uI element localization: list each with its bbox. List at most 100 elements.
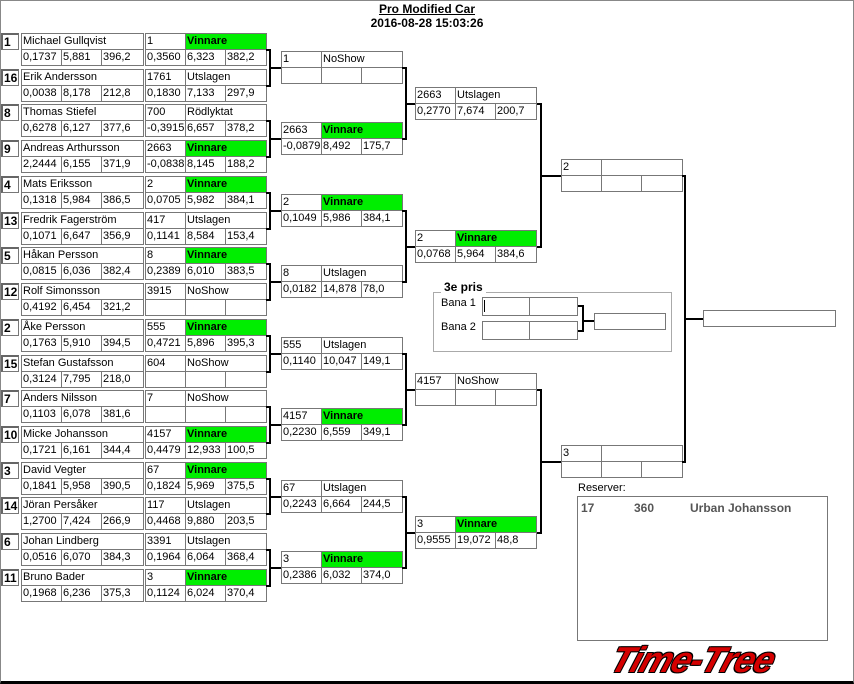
entry-number[interactable]: 117 (145, 497, 186, 514)
speed[interactable]: 382,2 (225, 49, 267, 66)
elapsed-time[interactable]: 6,064 (185, 549, 226, 566)
reaction-time[interactable]: 1,2700 (21, 513, 62, 530)
racer-name[interactable]: Thomas Stiefel (21, 104, 144, 121)
speed[interactable]: 244,5 (361, 496, 403, 513)
reaction-time[interactable]: 0,1824 (145, 478, 186, 495)
elapsed-time[interactable]: 5,896 (185, 335, 226, 352)
speed[interactable]: 377,6 (101, 120, 144, 137)
lane1-number-input[interactable] (482, 297, 530, 316)
racer-name[interactable]: Mats Eriksson (21, 176, 144, 193)
reaction-time[interactable]: 0,1841 (21, 478, 62, 495)
elapsed-time[interactable]: 19,072 (455, 532, 496, 549)
elapsed-time[interactable]: 6,024 (185, 585, 226, 602)
entry-number[interactable]: 3915 (145, 283, 186, 300)
elapsed-time[interactable]: 6,078 (61, 406, 102, 423)
entry-status[interactable]: Utslagen (321, 337, 403, 354)
reaction-time[interactable]: 0,2243 (281, 496, 322, 513)
elapsed-time[interactable]: 6,127 (61, 120, 102, 137)
speed[interactable]: 297,9 (225, 85, 267, 102)
entry-number[interactable]: 3 (561, 445, 602, 462)
elapsed-time[interactable]: 6,323 (185, 49, 226, 66)
entry-status[interactable]: Vinnare (185, 33, 267, 50)
speed[interactable]: 356,9 (101, 228, 144, 245)
speed[interactable]: 368,4 (225, 549, 267, 566)
reaction-time[interactable] (145, 406, 186, 423)
entry-status[interactable]: Vinnare (185, 319, 267, 336)
lane2-number-input[interactable] (482, 321, 530, 340)
elapsed-time[interactable]: 6,070 (61, 549, 102, 566)
seed-number[interactable]: 8 (1, 104, 19, 121)
elapsed-time[interactable]: 7,424 (61, 513, 102, 530)
entry-number[interactable]: 3 (145, 569, 186, 586)
seed-number[interactable]: 10 (1, 426, 19, 443)
entry-status[interactable]: Vinnare (185, 176, 267, 193)
elapsed-time[interactable]: 7,133 (185, 85, 226, 102)
entry-status[interactable]: NoShow (185, 390, 267, 407)
racer-name[interactable]: Bruno Bader (21, 569, 144, 586)
entry-number[interactable]: 1 (145, 33, 186, 50)
speed[interactable]: 78,0 (361, 281, 403, 298)
speed[interactable] (225, 406, 267, 423)
reaction-time[interactable]: 0,2386 (281, 567, 322, 584)
entry-number[interactable]: 2663 (415, 87, 456, 104)
elapsed-time[interactable]: 5,986 (321, 210, 362, 227)
entry-number[interactable]: 604 (145, 355, 186, 372)
entry-number[interactable]: 3 (415, 516, 456, 533)
speed[interactable]: 212,8 (101, 85, 144, 102)
reaction-time[interactable]: 0,1721 (21, 442, 62, 459)
racer-name[interactable]: David Vegter (21, 462, 144, 479)
racer-name[interactable]: Micke Johansson (21, 426, 144, 443)
elapsed-time[interactable] (601, 461, 642, 478)
entry-status[interactable]: Utslagen (321, 265, 403, 282)
entry-status[interactable]: Vinnare (321, 194, 403, 211)
reaction-time[interactable]: 0,1968 (21, 585, 62, 602)
speed[interactable]: 384,1 (225, 192, 267, 209)
elapsed-time[interactable]: 6,657 (185, 120, 226, 137)
entry-status[interactable]: Vinnare (185, 247, 267, 264)
speed[interactable]: 375,3 (101, 585, 144, 602)
entry-number[interactable]: 1761 (145, 69, 186, 86)
reaction-time[interactable]: 0,2389 (145, 263, 186, 280)
racer-name[interactable]: Rolf Simonsson (21, 283, 144, 300)
speed[interactable] (225, 299, 267, 316)
third-place-winner-box[interactable] (594, 313, 666, 330)
reaction-time[interactable]: 0,1103 (21, 406, 62, 423)
lane2-result-input[interactable] (529, 321, 578, 340)
reaction-time[interactable] (561, 175, 602, 192)
seed-number[interactable]: 1 (1, 33, 19, 50)
entry-status[interactable] (601, 159, 683, 176)
entry-status[interactable]: NoShow (321, 51, 403, 68)
speed[interactable]: 375,5 (225, 478, 267, 495)
reaction-time[interactable]: 0,1124 (145, 585, 186, 602)
entry-number[interactable]: 555 (145, 319, 186, 336)
speed[interactable]: 218,0 (101, 371, 144, 388)
speed[interactable] (641, 175, 683, 192)
elapsed-time[interactable]: 9,880 (185, 513, 226, 530)
reaction-time[interactable]: 0,1141 (145, 228, 186, 245)
reaction-time[interactable]: 0,1830 (145, 85, 186, 102)
racer-name[interactable]: Andreas Arthursson (21, 140, 144, 157)
entry-status[interactable]: Vinnare (185, 462, 267, 479)
entry-number[interactable]: 700 (145, 104, 186, 121)
speed[interactable]: 395,3 (225, 335, 267, 352)
entry-number[interactable]: 67 (281, 480, 322, 497)
speed[interactable]: 149,1 (361, 353, 403, 370)
entry-status[interactable]: Vinnare (321, 551, 403, 568)
speed[interactable]: 381,6 (101, 406, 144, 423)
reaction-time[interactable]: 0,4721 (145, 335, 186, 352)
elapsed-time[interactable]: 5,969 (185, 478, 226, 495)
seed-number[interactable]: 15 (1, 355, 19, 372)
entry-number[interactable]: 2 (281, 194, 322, 211)
elapsed-time[interactable]: 5,881 (61, 49, 102, 66)
reaction-time[interactable]: 0,1737 (21, 49, 62, 66)
speed[interactable]: 349,1 (361, 424, 403, 441)
entry-status[interactable]: Utslagen (185, 533, 267, 550)
reaction-time[interactable]: 2,2444 (21, 156, 62, 173)
entry-status[interactable]: Utslagen (321, 480, 403, 497)
speed[interactable] (361, 67, 403, 84)
seed-number[interactable]: 6 (1, 533, 19, 550)
reaction-time[interactable]: 0,4468 (145, 513, 186, 530)
entry-status[interactable]: NoShow (185, 355, 267, 372)
speed[interactable] (495, 389, 537, 406)
elapsed-time[interactable]: 5,964 (455, 246, 496, 263)
